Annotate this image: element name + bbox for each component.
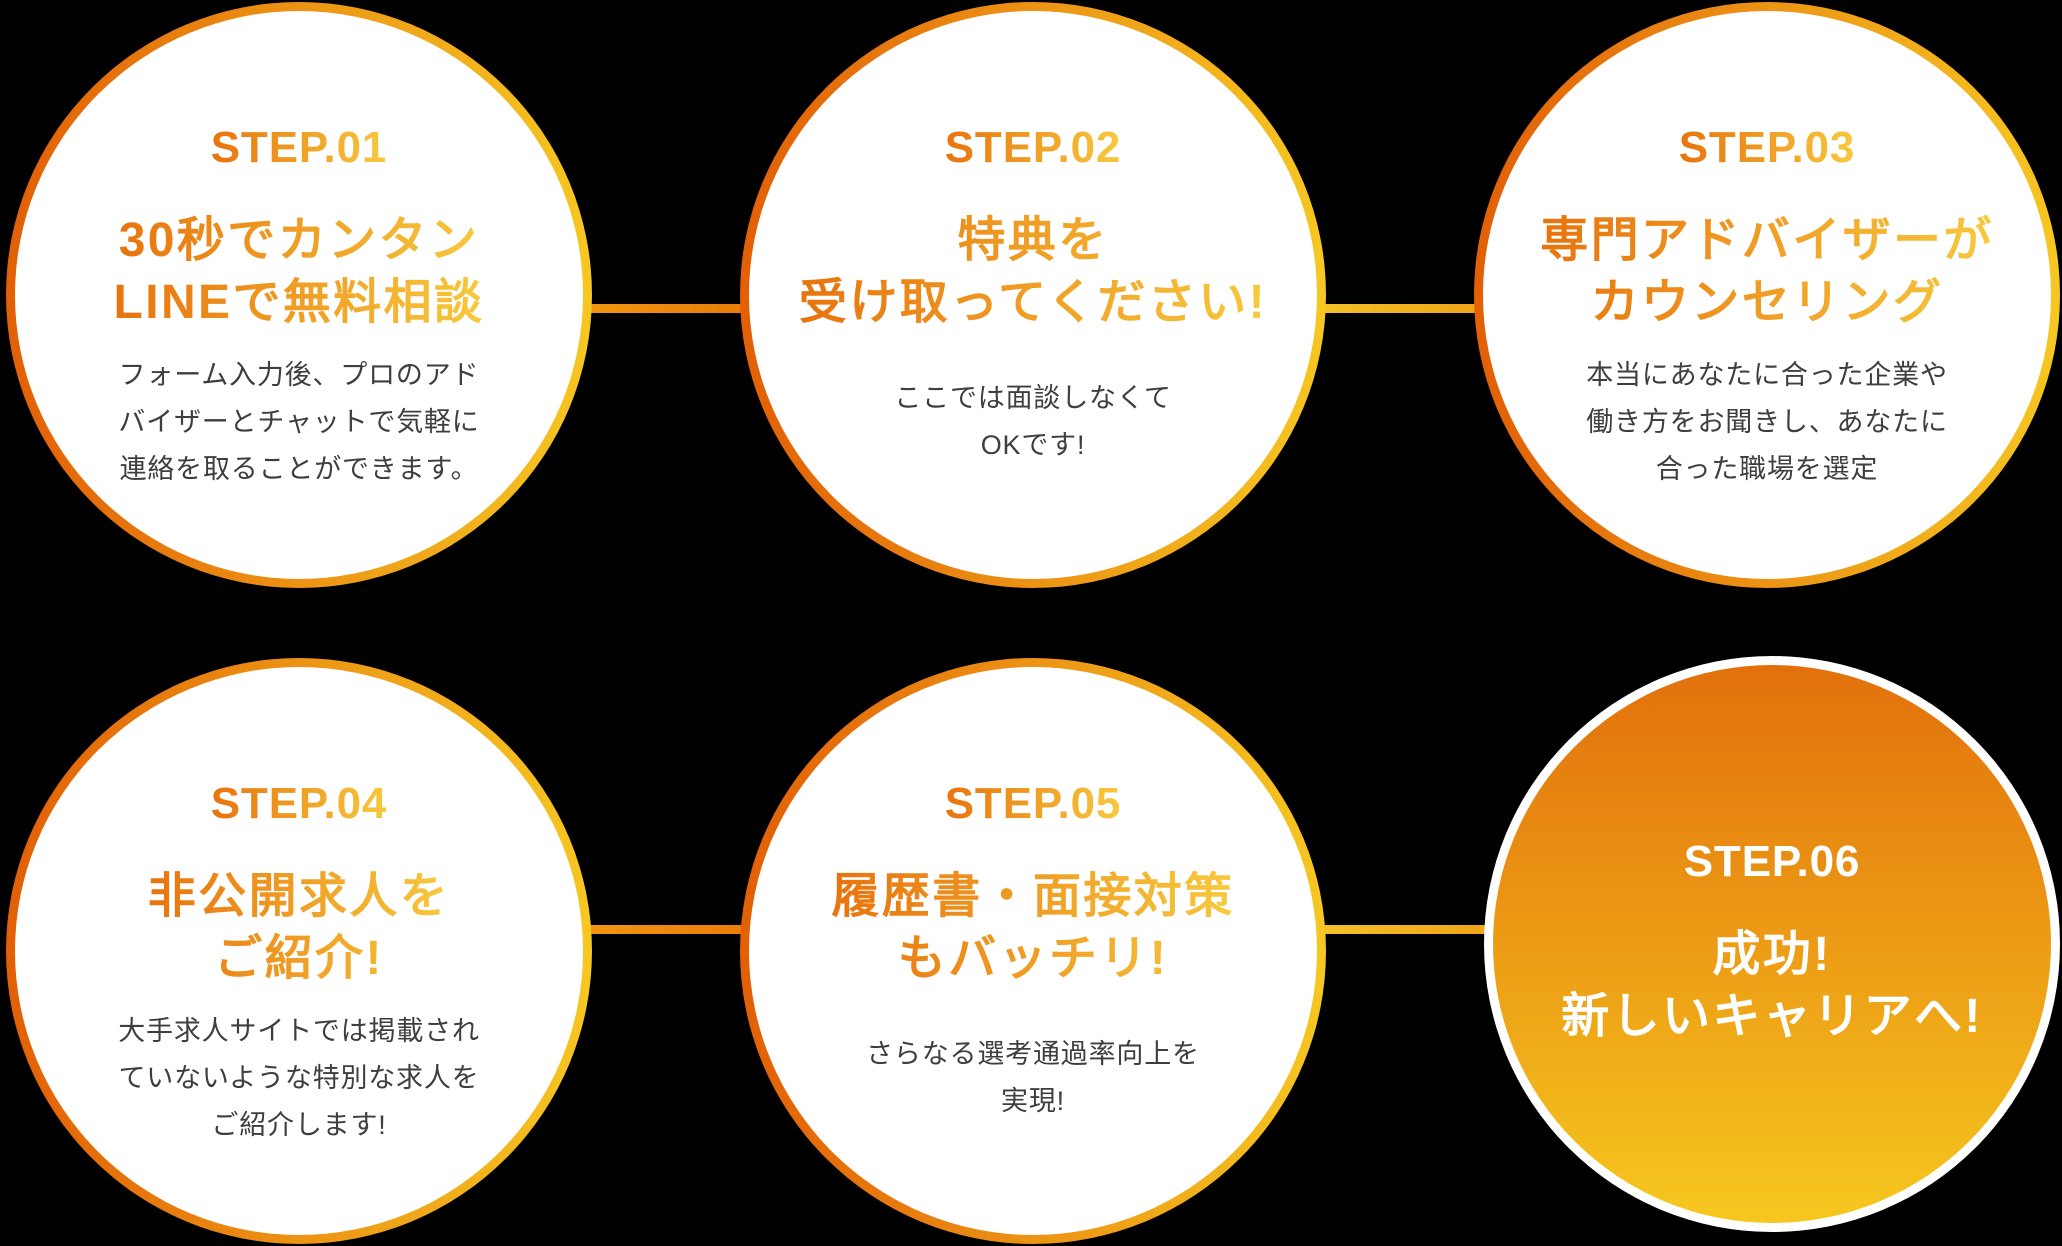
step-06-label: STEP.06 bbox=[1683, 837, 1861, 886]
step-05-circle: STEP.05 履歴書・面接対策 もバッチリ! さらなる選考通過率向上を 実現! bbox=[740, 658, 1326, 1244]
step-01-content: STEP.01 30秒でカンタン LINEで無料相談 フォーム入力後、プロのアド… bbox=[15, 11, 583, 579]
step-04-desc-area: 大手求人サイトでは掲載され ていないような特別な求人を ご紹介します! bbox=[118, 998, 480, 1158]
step-05-title: 履歴書・面接対策 もバッチリ! bbox=[831, 866, 1234, 990]
step-05-desc-area: さらなる選考通過率向上を 実現! bbox=[866, 998, 1200, 1158]
connector-step1-step2 bbox=[560, 304, 760, 313]
step-05-label: STEP.05 bbox=[944, 779, 1122, 828]
step-02-content: STEP.02 特典を 受け取ってください! ここでは面談しなくて OKです! bbox=[749, 11, 1317, 579]
step-04-description: 大手求人サイトでは掲載され ていないような特別な求人を ご紹介します! bbox=[118, 1015, 480, 1140]
step-05-description: さらなる選考通過率向上を 実現! bbox=[866, 1039, 1200, 1116]
connector-step2-step3 bbox=[1300, 304, 1500, 313]
step-03-circle: STEP.03 専門アドバイザーが カウンセリング 本当にあなたに合った企業や … bbox=[1474, 2, 2060, 588]
step-01-circle: STEP.01 30秒でカンタン LINEで無料相談 フォーム入力後、プロのアド… bbox=[6, 2, 592, 588]
connector-step4-step5 bbox=[560, 925, 760, 934]
step-03-content: STEP.03 専門アドバイザーが カウンセリング 本当にあなたに合った企業や … bbox=[1483, 11, 2051, 579]
step-02-description: ここでは面談しなくて OKです! bbox=[894, 383, 1172, 460]
step-01-desc-area: フォーム入力後、プロのアド バイザーとチャットで気軽に 連絡を取ることができます… bbox=[118, 342, 479, 502]
step-02-circle: STEP.02 特典を 受け取ってください! ここでは面談しなくて OKです! bbox=[740, 2, 1326, 588]
step-01-description: フォーム入力後、プロのアド バイザーとチャットで気軽に 連絡を取ることができます… bbox=[118, 359, 480, 484]
step-02-label: STEP.02 bbox=[944, 123, 1122, 172]
step-02-title: 特典を 受け取ってください! bbox=[799, 210, 1267, 334]
step-04-content: STEP.04 非公開求人を ご紹介! 大手求人サイトでは掲載され ていないよう… bbox=[15, 667, 583, 1235]
step-02-desc-area: ここでは面談しなくて OKです! bbox=[894, 342, 1171, 502]
step-04-title: 非公開求人を ご紹介! bbox=[148, 866, 450, 990]
step-04-label: STEP.04 bbox=[210, 779, 388, 828]
connector-step5-step6 bbox=[1300, 925, 1510, 934]
step-03-description: 本当にあなたに合った企業や 働き方をお聞きし、あなたに 合った職場を選定 bbox=[1586, 359, 1948, 484]
step-01-title: 30秒でカンタン LINEで無料相談 bbox=[114, 210, 485, 334]
step-03-title: 専門アドバイザーが カウンセリング bbox=[1540, 210, 1994, 334]
step-06-title: 成功! 新しいキャリアへ! bbox=[1561, 928, 1983, 1043]
step-06-content: STEP.06 成功! 新しいキャリアへ! bbox=[1493, 665, 2051, 1223]
step-03-label: STEP.03 bbox=[1678, 123, 1856, 172]
step-06-circle: STEP.06 成功! 新しいキャリアへ! bbox=[1484, 656, 2060, 1232]
step-03-desc-area: 本当にあなたに合った企業や 働き方をお聞きし、あなたに 合った職場を選定 bbox=[1586, 342, 1948, 502]
step-04-circle: STEP.04 非公開求人を ご紹介! 大手求人サイトでは掲載され ていないよう… bbox=[6, 658, 592, 1244]
step-05-content: STEP.05 履歴書・面接対策 もバッチリ! さらなる選考通過率向上を 実現! bbox=[749, 667, 1317, 1235]
step-01-label: STEP.01 bbox=[210, 123, 388, 172]
